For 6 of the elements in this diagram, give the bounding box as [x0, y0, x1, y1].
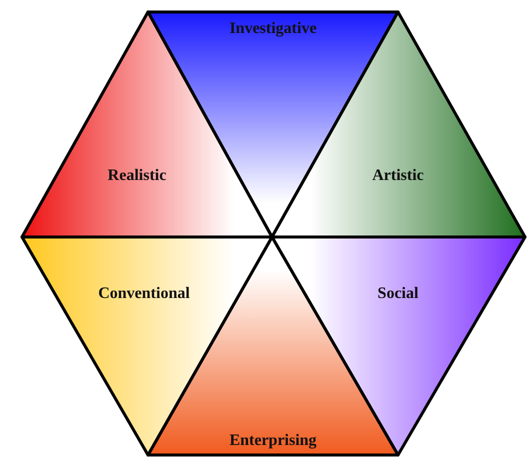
segment-label: Social — [378, 284, 418, 304]
segment-label: Conventional — [98, 284, 190, 304]
segment-label: Artistic — [372, 166, 424, 186]
segment-label: Investigative — [229, 19, 317, 39]
segment-label: Enterprising — [229, 431, 317, 451]
segment-label: Realistic — [108, 166, 166, 186]
